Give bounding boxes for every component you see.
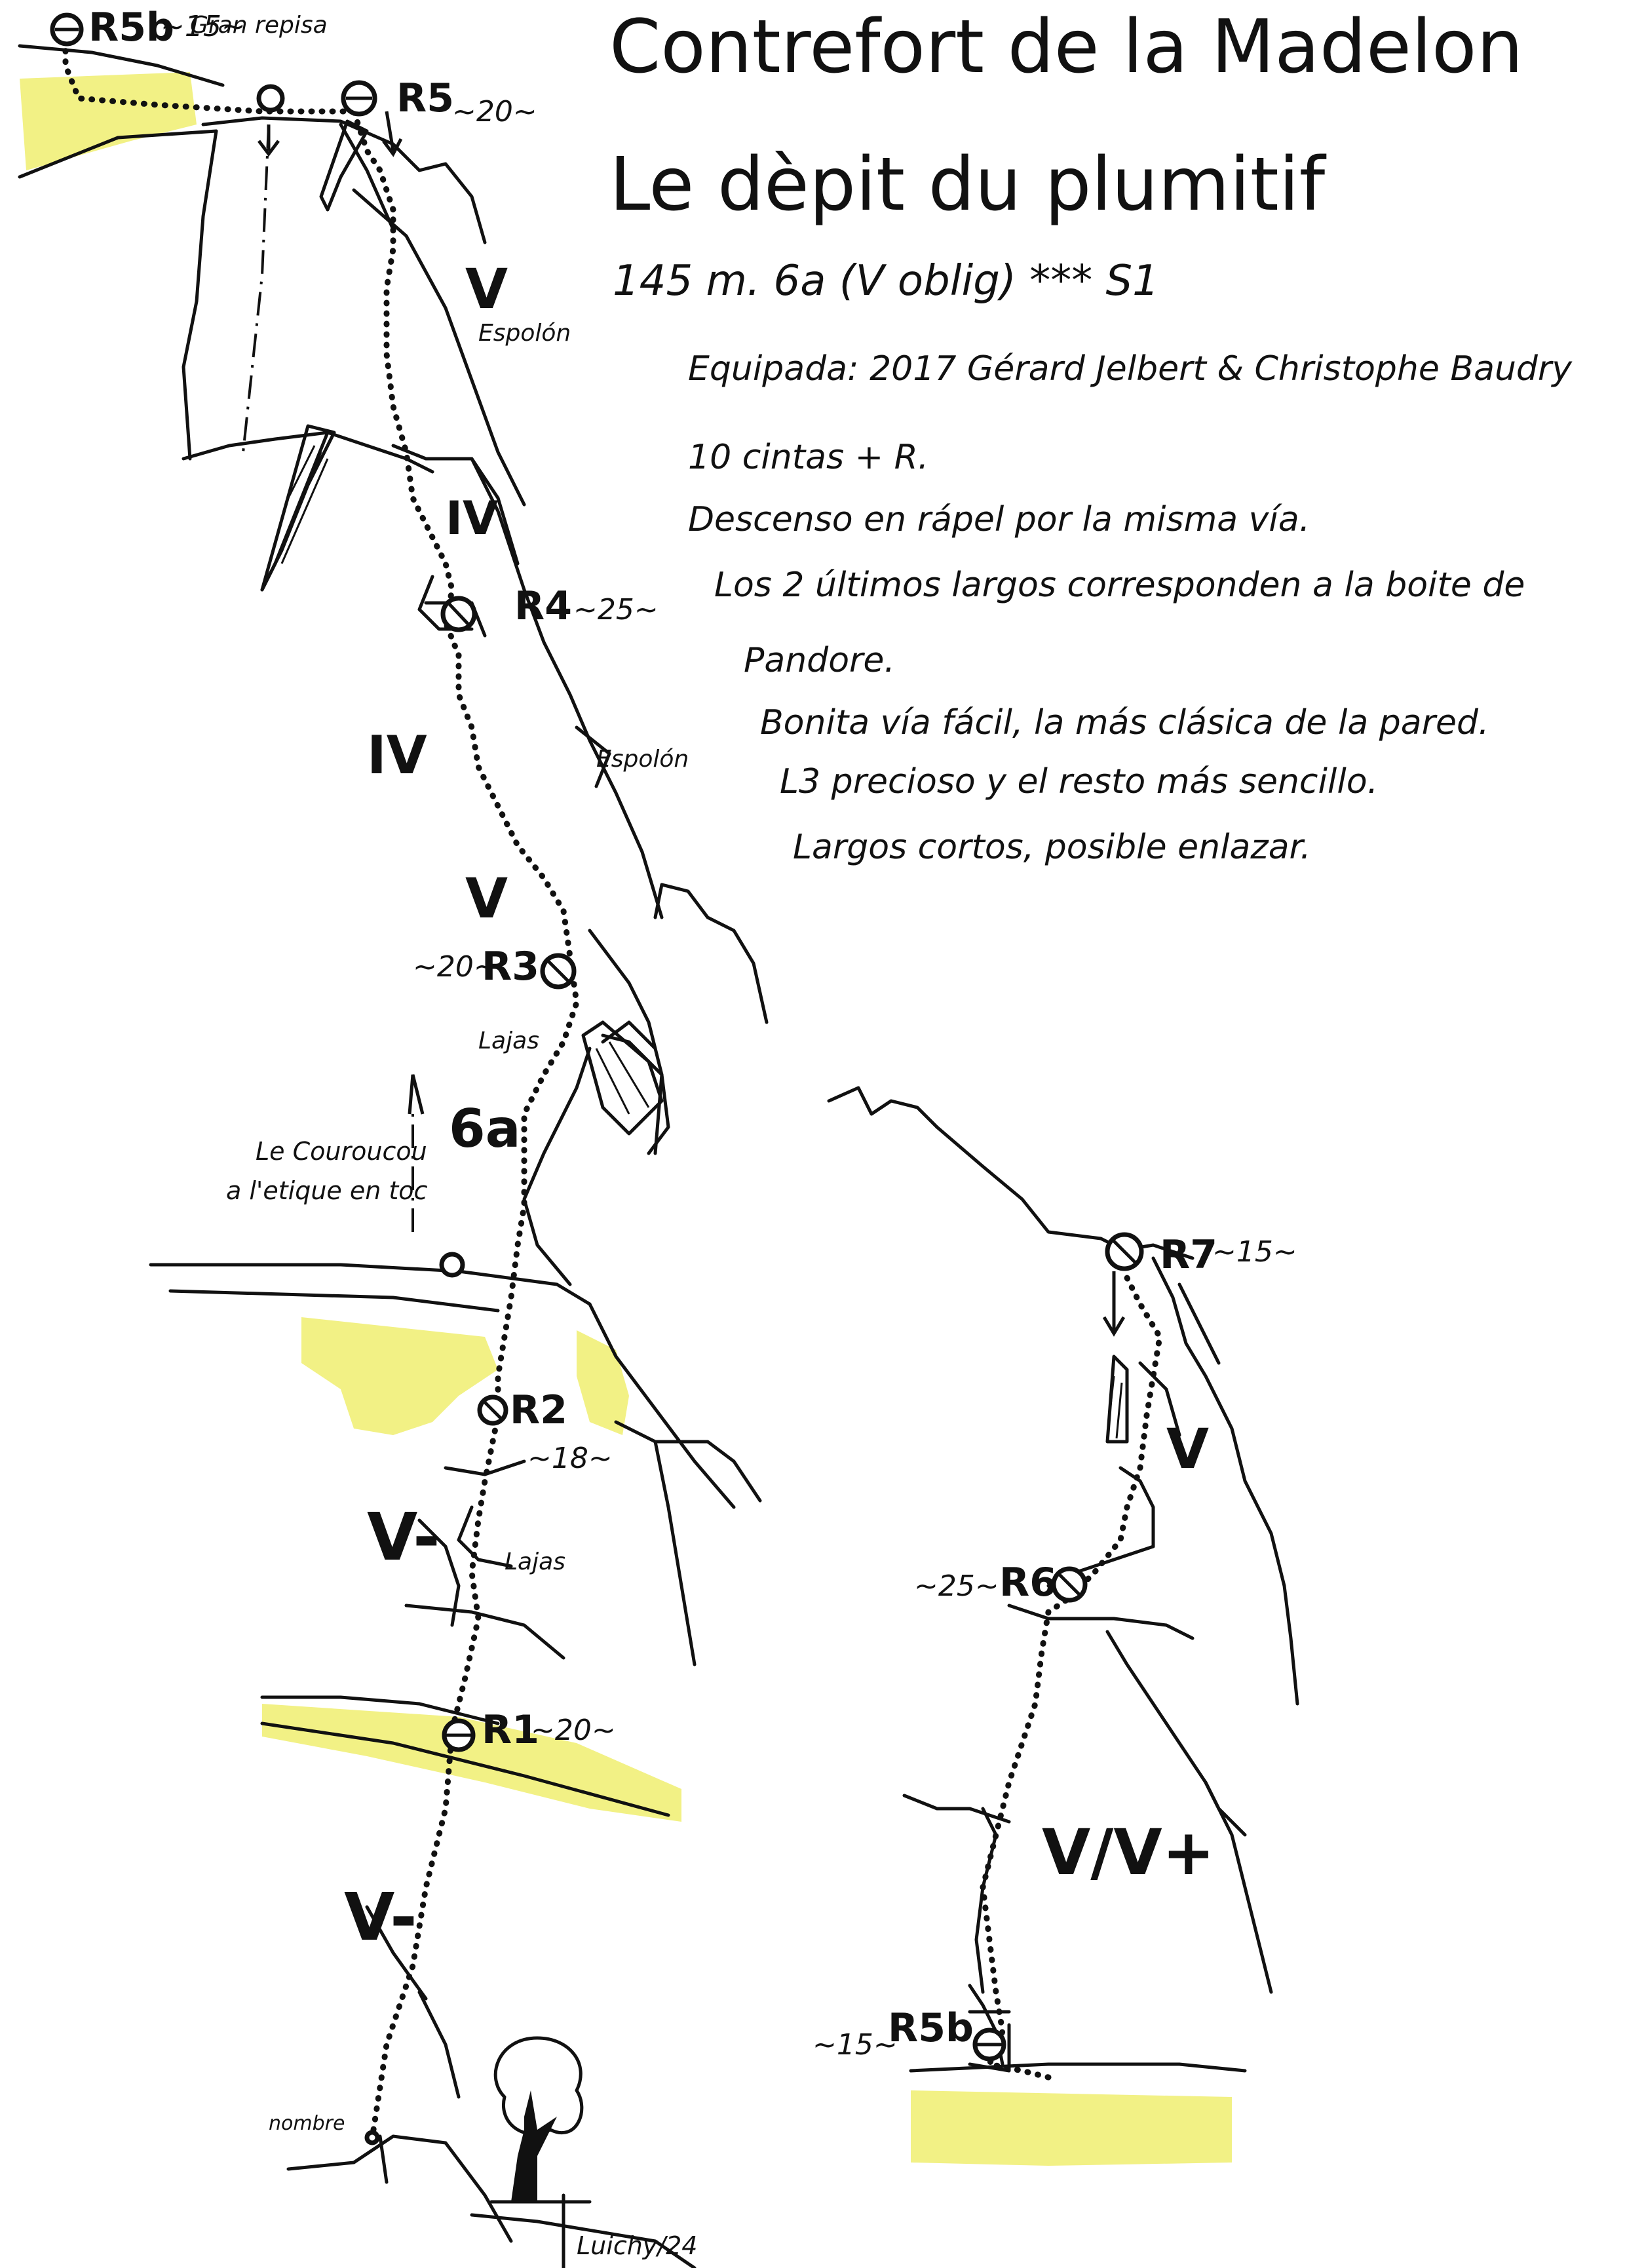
crag-title: Contrefort de la Madelon	[609, 5, 1523, 90]
belay-r2-length: ~18~	[527, 1442, 613, 1475]
belay-r5-label: R5	[396, 75, 454, 121]
route-title: Le dèpit du plumitif	[609, 142, 1327, 227]
belay-r5b-top-label: R5b	[88, 5, 174, 50]
author-signature: Luichy/24	[577, 2231, 697, 2260]
note-equipped: Equipada: 2017 Gérard Jelbert & Christop…	[688, 349, 1573, 389]
belay-r6-length: ~25~	[914, 1569, 999, 1603]
anchor-r3	[540, 953, 577, 990]
belay-r3-label: R3	[482, 944, 539, 990]
note-quickdraws: 10 cintas + R.	[688, 438, 928, 477]
feature-labels: Espolón Espolón Lajas Lajas Gran repisa …	[190, 12, 697, 2260]
belay-r5b-top-length: ~15~	[161, 10, 246, 43]
couroucou-anchor	[439, 1252, 465, 1278]
start-point	[364, 2130, 380, 2145]
anchor-r7	[1105, 1232, 1144, 1271]
pitch-grades: V- V- 6a V IV IV V V/V+ V	[344, 257, 1215, 1955]
belay-r5b-right-length: ~15~	[812, 2028, 898, 2062]
note-last-pitches: Los 2 últimos largos corresponden a la b…	[714, 566, 1525, 605]
note-classic: Bonita vía fácil, la más clásica de la p…	[760, 703, 1489, 742]
label-espolon-2: Espolón	[596, 746, 689, 773]
belay-r6-label: R6	[999, 1560, 1057, 1605]
couroucou-arrow	[408, 1074, 425, 1115]
rappel-arrows	[258, 111, 1126, 1337]
route-lines	[62, 29, 1163, 2133]
belay-r5-length: ~20~	[452, 95, 537, 128]
route-top-traverse	[62, 29, 357, 115]
belay-anchors	[50, 12, 1144, 2145]
grade-l9: V	[1166, 1417, 1209, 1481]
anchor-r5	[341, 80, 377, 117]
tree-icon	[489, 2036, 592, 2204]
label-lajas-2: Lajas	[505, 1548, 565, 1575]
left-wall-rock	[18, 44, 769, 2268]
anchor-r1	[442, 1718, 476, 1752]
anchor-r6	[1051, 1566, 1088, 1603]
note-short-pitches: Largos cortos, posible enlazar.	[793, 828, 1311, 867]
note-l3: L3 precioso y el resto más sencillo.	[780, 762, 1378, 801]
vegetation-top-left	[20, 72, 197, 170]
route-right	[980, 1275, 1163, 2081]
descent-line-top	[241, 124, 270, 459]
anchor-r5-rappel	[256, 84, 285, 113]
vegetation-base-right	[911, 2090, 1232, 2166]
grade-l8: V/V+	[1042, 1816, 1215, 1889]
belay-r2-label: R2	[510, 1387, 567, 1433]
route-summary: 145 m. 6a (V oblig) *** S1	[613, 257, 1159, 305]
grade-l1: V-	[344, 1879, 417, 1955]
vegetation-ledge-r2-right	[577, 1330, 629, 1435]
grade-l6: IV	[446, 491, 498, 545]
belay-r1-length: ~20~	[531, 1714, 616, 1747]
belay-r5b-right-label: R5b	[888, 2005, 974, 2051]
label-couroucou: Le Couroucou	[256, 1137, 427, 1166]
anchor-r4	[440, 596, 477, 632]
belay-r3-length: ~20~	[413, 950, 498, 984]
note-last-pitches-cont: Pandore.	[744, 641, 895, 680]
label-lajas-1: Lajas	[478, 1028, 539, 1054]
belay-r4-label: R4	[514, 583, 572, 629]
grade-l5: IV	[367, 725, 427, 786]
grade-l4: V	[465, 866, 508, 931]
belay-r7-length: ~15~	[1212, 1235, 1297, 1269]
anchor-r5b-right	[968, 2010, 1011, 2062]
label-couroucou-grade: a l'etique en toc	[226, 1176, 428, 1205]
label-espolon-1: Espolón	[478, 320, 571, 347]
belay-labels: R5b ~15~ R5 ~20~ R4 ~25~ R3 ~20~ R2 ~18~…	[88, 5, 1297, 2062]
grade-l3: 6a	[449, 1098, 521, 1159]
anchor-r5b-top	[50, 12, 84, 47]
vegetation-ledge-r2	[301, 1317, 498, 1435]
belay-r1-label: R1	[482, 1707, 539, 1753]
overhang-hatches	[260, 119, 1129, 1444]
anchor-r2	[477, 1394, 508, 1426]
label-start: nombre	[269, 2112, 345, 2135]
label-gran-repisa: Gran repisa	[190, 12, 328, 39]
grade-l7: V	[465, 257, 508, 321]
route-notes: Equipada: 2017 Gérard Jelbert & Christop…	[688, 349, 1573, 867]
note-descent: Descenso en rápel por la misma vía.	[688, 500, 1310, 539]
grade-l2: V-	[367, 1499, 440, 1575]
belay-r4-length: ~25~	[573, 593, 659, 626]
belay-r7-label: R7	[1160, 1232, 1217, 1278]
